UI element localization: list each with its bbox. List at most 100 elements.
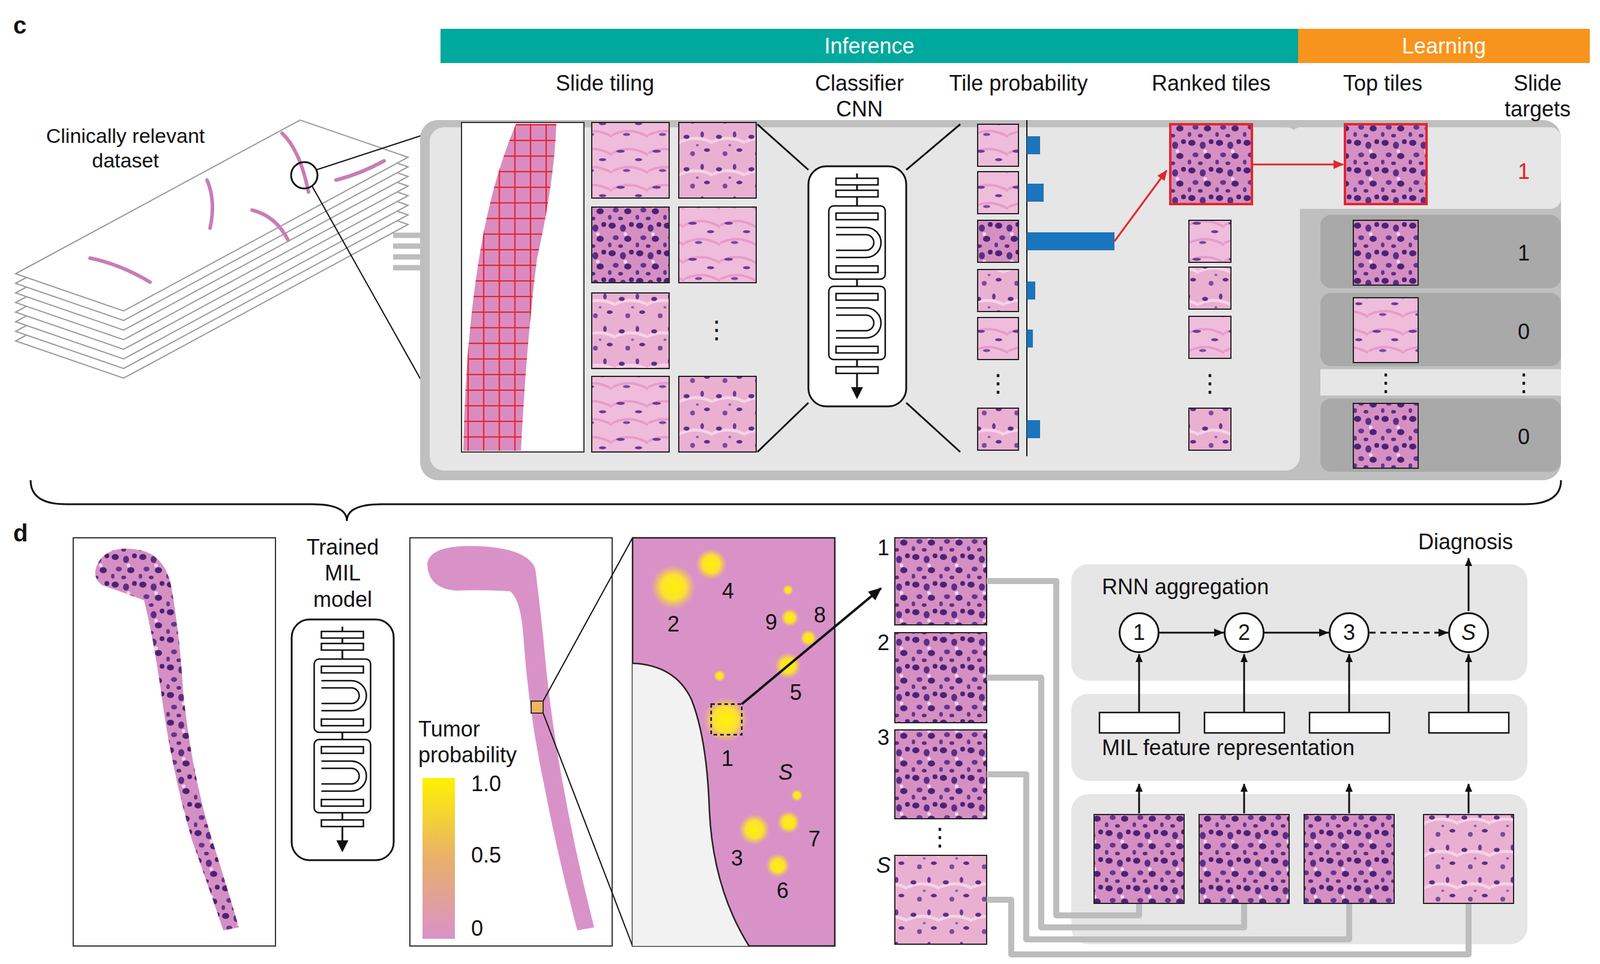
whole-slide (73, 537, 276, 946)
flow-arrows (1467, 558, 1470, 611)
tile-probability (1026, 281, 1036, 300)
tile-rank: 2 (877, 629, 890, 656)
colorbar-tick: 0.5 (471, 842, 502, 868)
classifier-cnn (906, 402, 961, 452)
stage-band: Inference (440, 28, 1299, 64)
slide-stack (252, 210, 289, 241)
node-text: 3 (1343, 619, 1356, 645)
tile-probability (1026, 136, 1041, 155)
zoom-region (741, 588, 882, 704)
tile-grid (591, 122, 670, 199)
tile-probability (1026, 232, 1115, 251)
tile-grid (591, 376, 670, 452)
heatmap (409, 537, 613, 946)
zoom-region (632, 537, 882, 946)
zoom-region (765, 853, 790, 878)
zoom-region (632, 663, 749, 946)
ranking (1188, 220, 1231, 451)
ranked-tile-list (894, 729, 987, 819)
node-text: S (1461, 619, 1476, 645)
flow-arrows (1138, 783, 1141, 814)
zoom-region (703, 697, 748, 742)
node-text: 1 (1133, 619, 1146, 645)
callout-number: 8 (813, 601, 826, 628)
input-tiles (1199, 814, 1290, 904)
callout-number: 9 (765, 609, 778, 635)
heatmap (531, 700, 544, 713)
node-text: 2 (1238, 619, 1251, 645)
feature-vectors (1309, 712, 1390, 733)
classifier-cnn (808, 166, 907, 407)
panel-letter: c (13, 10, 27, 40)
tile-routing (986, 774, 1350, 940)
callout-number: 6 (776, 877, 789, 904)
pipeline-panel (1320, 398, 1561, 472)
column-header: Classifier CNN (802, 70, 917, 122)
tile-probability (977, 408, 1019, 451)
stage-band: Learning (1298, 28, 1590, 64)
trained-model (291, 619, 394, 861)
ranking (1353, 403, 1419, 469)
zoom-region (782, 584, 794, 596)
flow-arrows (1138, 654, 1141, 713)
zoom-region (651, 564, 696, 610)
slide-stack (15, 120, 462, 452)
feedback-lines (393, 265, 424, 271)
tile-grid (591, 292, 670, 369)
ellipsis: ⋮ (1373, 367, 1398, 397)
callout-number: 3 (730, 845, 743, 871)
colorbar-tick: 1.0 (471, 770, 502, 797)
flow-arrows (1467, 654, 1470, 713)
ellipsis: ⋮ (927, 822, 952, 852)
tile-grid (678, 122, 757, 199)
tile-grid (591, 122, 757, 452)
callout-number: 5 (789, 679, 802, 706)
node-text: Learning (1401, 33, 1486, 59)
slide-tiling (461, 122, 584, 452)
pipeline-panel (1320, 214, 1561, 289)
feature-vectors (1099, 712, 1180, 733)
tile-probability (977, 269, 1019, 312)
tile-probability (977, 124, 1019, 167)
zoom-region (780, 608, 799, 627)
classifier-cnn (906, 124, 961, 170)
slide-stack (291, 162, 318, 189)
heatmap (543, 537, 633, 701)
brace (30, 480, 1561, 521)
feedback-lines (393, 235, 424, 268)
zoom-region (695, 548, 727, 580)
feedback-lines (393, 254, 424, 260)
column-header: Tile probability (949, 70, 1089, 97)
colorbar-tick: 0 (471, 915, 484, 942)
zoom-region (738, 813, 770, 846)
whole-slide (73, 537, 276, 946)
slide-target: 0 (1517, 423, 1530, 450)
pipeline-panel (1320, 292, 1561, 367)
slide-tiling (463, 123, 557, 451)
tile-rank: 3 (877, 724, 890, 751)
slide-tiling (461, 122, 584, 452)
slide-target: 1 (1517, 158, 1530, 185)
input-tiles (1094, 814, 1185, 904)
trained-model (291, 619, 394, 861)
aggregation-bands (1071, 793, 1528, 945)
flow-arrows (1243, 654, 1246, 713)
zoom-region (632, 663, 749, 946)
ranking (1251, 163, 1344, 166)
rnn-band: RNN aggregation123S (1071, 564, 1528, 681)
slide-target: 1 (1517, 240, 1530, 266)
tile-probability (977, 120, 1115, 457)
ranked-tile-list (894, 855, 987, 945)
ellipsis: ⋮ (1511, 367, 1536, 397)
ranking (1188, 408, 1231, 451)
slide-target: 0 (1517, 318, 1530, 345)
ranking (1170, 124, 1252, 205)
whole-slide (95, 548, 239, 931)
slide-stack (336, 160, 385, 181)
step-connector (1264, 631, 1329, 634)
tile-routing (986, 899, 1469, 955)
flow-arrows (1467, 783, 1470, 814)
dataset-label: Clinically relevant dataset (35, 123, 216, 173)
